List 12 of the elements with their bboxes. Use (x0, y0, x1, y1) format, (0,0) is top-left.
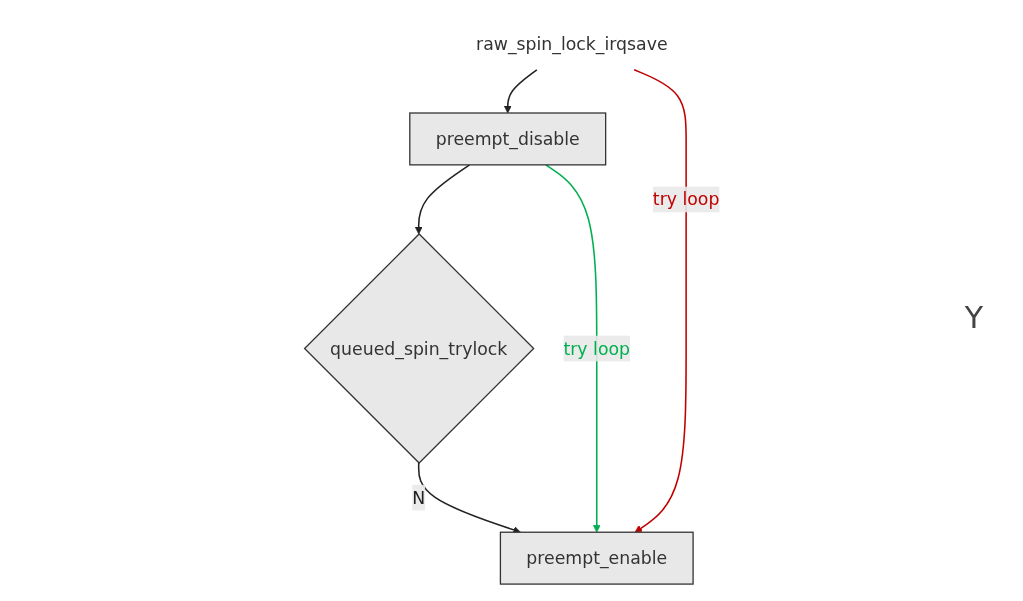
arrow (503, 68, 538, 113)
branch-label: Y (964, 300, 983, 335)
arrow (544, 163, 601, 533)
arrow (632, 68, 687, 533)
node-box: preempt_disable (408, 111, 606, 165)
node-text: raw_spin_lock_irqsave (475, 32, 668, 54)
edge-label: try loop (652, 188, 719, 210)
arrow (414, 163, 470, 234)
edge-label: N (411, 486, 425, 508)
node-box: preempt_enable (499, 531, 694, 585)
node-diamond: queued_spin_trylock (303, 232, 535, 464)
edge-label: try loop (562, 337, 630, 359)
